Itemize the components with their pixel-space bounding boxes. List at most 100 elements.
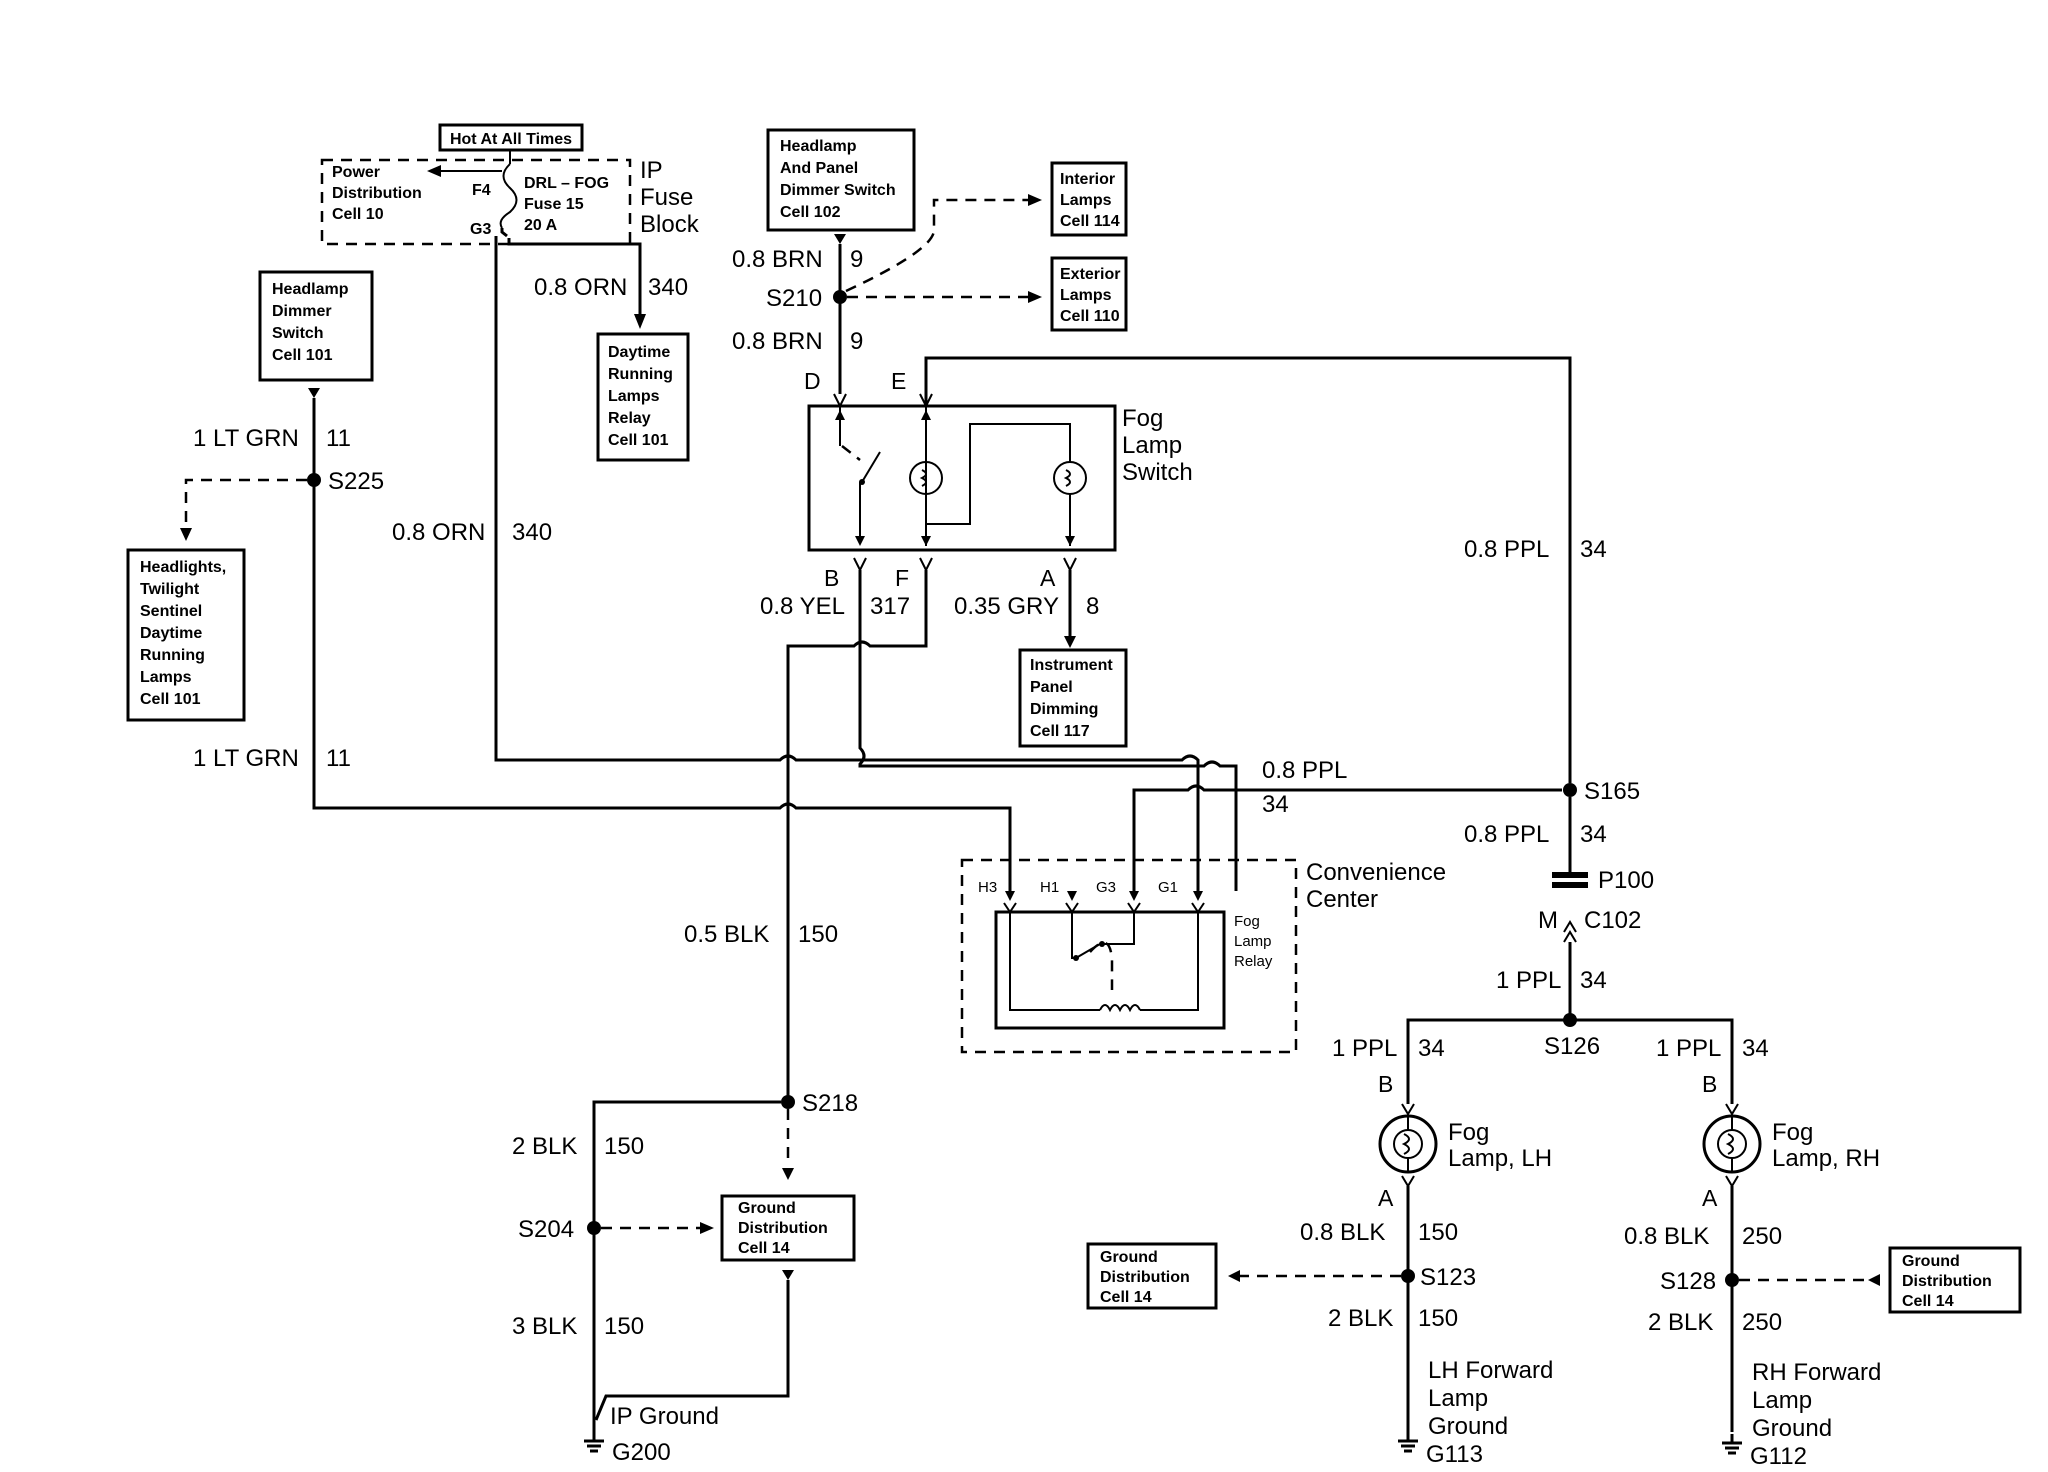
s225-label: S225: [328, 468, 384, 495]
power-distribution-line3: Cell 10: [332, 206, 384, 223]
gry-circuit: 8: [1086, 593, 1099, 620]
drl-relay-line4: Relay: [608, 410, 651, 427]
ppl-rh-label: 1 PPL: [1656, 1035, 1721, 1062]
s204-label: S204: [518, 1216, 574, 1243]
orn-mid-label: 0.8 ORN: [392, 519, 485, 546]
orn-top-label: 0.8 ORN: [534, 274, 627, 301]
fuse-block-name-line2: Fuse: [640, 184, 693, 211]
fuse-text-line2: Fuse 15: [524, 196, 584, 213]
headlights-line2: Twilight: [140, 581, 200, 598]
fuse-block-outline: [320, 158, 632, 246]
exterior-lamps-box: [1050, 256, 1128, 332]
rh-ground-line2: Lamp: [1752, 1387, 1812, 1414]
interior-lamps-line2: Lamps: [1060, 192, 1112, 209]
headlights-line5: Running: [140, 647, 205, 664]
wire-yel: [858, 570, 1238, 891]
dimmer-switch-line4: Cell 101: [272, 347, 333, 364]
ip-dimming-line4: Cell 117: [1030, 723, 1090, 740]
pin-a-label: A: [1040, 565, 1056, 591]
s123-label: S123: [1420, 1264, 1476, 1291]
lh-pin-a: A: [1378, 1185, 1394, 1211]
drl-relay-box: [596, 332, 690, 462]
lh-pin-b: B: [1378, 1071, 1393, 1097]
grn-mid-circuit: 11: [326, 745, 351, 772]
splice-s218: [781, 1095, 795, 1109]
interior-lamps-line3: Cell 114: [1060, 213, 1120, 230]
headlights-box: [126, 548, 246, 722]
gd-right-line2: Distribution: [1902, 1273, 1992, 1290]
ip-dimming-line2: Panel: [1030, 679, 1073, 696]
headlights-line7: Cell 101: [140, 691, 201, 708]
fog-switch-name-line3: Switch: [1122, 459, 1193, 486]
drl-relay-line1: Daytime: [608, 344, 670, 361]
m-label: M: [1538, 907, 1558, 934]
fog-switch-name-line1: Fog: [1122, 405, 1163, 432]
ground-g112-symbol: [1720, 1434, 1744, 1455]
gd-left-line1: Ground: [1100, 1249, 1158, 1266]
orn-top-circuit: 340: [648, 274, 688, 301]
ground-g200-symbol: [582, 1432, 606, 1453]
fuse-text-line3: 20 A: [524, 217, 558, 234]
splice-s128: [1725, 1273, 1739, 1287]
dimmer-switch-line3: Switch: [272, 325, 324, 342]
lh-ground-line2: Lamp: [1428, 1385, 1488, 1412]
ground-dist-right-box: [1888, 1246, 2022, 1314]
gd-right-line3: Cell 14: [1902, 1293, 1954, 1310]
s218-label: S218: [802, 1090, 858, 1117]
blk-2-label: 2 BLK: [512, 1133, 577, 1160]
brn-upper-label: 0.8 BRN: [732, 246, 823, 273]
exterior-lamps-line3: Cell 110: [1060, 308, 1120, 325]
interior-lamps-line1: Interior: [1060, 171, 1115, 188]
p100-label: P100: [1598, 867, 1654, 894]
fuse-15-symbol: [499, 163, 518, 229]
blk-rh-2-circuit: 250: [1742, 1309, 1782, 1336]
rh-pin-a: A: [1702, 1185, 1718, 1211]
lh-ground-line4: G113: [1426, 1441, 1483, 1468]
headlights-line3: Sentinel: [140, 603, 202, 620]
blk-lh-08-circuit: 150: [1418, 1219, 1458, 1246]
relay-name-line2: Lamp: [1234, 933, 1272, 950]
convenience-center-outline: [960, 858, 1298, 1054]
brn-lower-circuit: 9: [850, 328, 863, 355]
ppl-c102-circuit: 34: [1580, 967, 1607, 994]
convenience-name-line2: Center: [1306, 886, 1378, 913]
gd-right-line1: Ground: [1902, 1253, 1960, 1270]
interior-lamps-box: [1050, 161, 1128, 237]
hp-dimmer-line3: Dimmer Switch: [780, 182, 896, 199]
ground-dist-left-box: [1086, 1242, 1218, 1310]
ppl-s165-circuit: 34: [1580, 821, 1607, 848]
headlights-line4: Daytime: [140, 625, 202, 642]
dimmer-switch-line1: Headlamp: [272, 281, 349, 298]
lh-lamp-name-line2: Lamp, LH: [1448, 1145, 1552, 1172]
hp-dimmer-line4: Cell 102: [780, 204, 841, 221]
gd-center-line2: Distribution: [738, 1220, 828, 1237]
yel-circuit: 317: [870, 593, 910, 620]
ground-dist-center-box: [720, 1194, 856, 1262]
rh-pin-b: B: [1702, 1071, 1717, 1097]
rh-lamp-name-line1: Fog: [1772, 1119, 1813, 1146]
ground-g113-symbol: [1396, 1432, 1420, 1453]
ppl-lh-circuit: 34: [1418, 1035, 1445, 1062]
ip-ground-line2: G200: [612, 1439, 671, 1466]
power-dist-arrow: [427, 165, 441, 177]
pin-b-label: B: [824, 565, 839, 591]
pin-e-label: E: [891, 368, 906, 394]
relay-pin-g1: G1: [1158, 879, 1178, 896]
orn-mid-circuit: 340: [512, 519, 552, 546]
ip-ground-line1: IP Ground: [610, 1403, 719, 1430]
hp-dimmer-line1: Headlamp: [780, 138, 857, 155]
exterior-lamps-line1: Exterior: [1060, 266, 1120, 283]
fog-switch-name-line2: Lamp: [1122, 432, 1182, 459]
hot-at-all-times-label: Hot At All Times: [450, 131, 572, 148]
wire-orn-to-g1: [494, 236, 1200, 891]
power-distribution-line2: Distribution: [332, 185, 422, 202]
grn-top-label: 1 LT GRN: [193, 425, 299, 452]
ppl-horiz-label: 0.8 PPL: [1262, 757, 1347, 784]
blk-lh-2-circuit: 150: [1418, 1305, 1458, 1332]
power-distribution-line1: Power: [332, 164, 380, 181]
rh-ground-line1: RH Forward: [1752, 1359, 1881, 1386]
fog-switch-contact: [861, 451, 881, 483]
rh-ground-line4: G112: [1750, 1443, 1807, 1470]
ppl-right-label: 0.8 PPL: [1464, 536, 1549, 563]
